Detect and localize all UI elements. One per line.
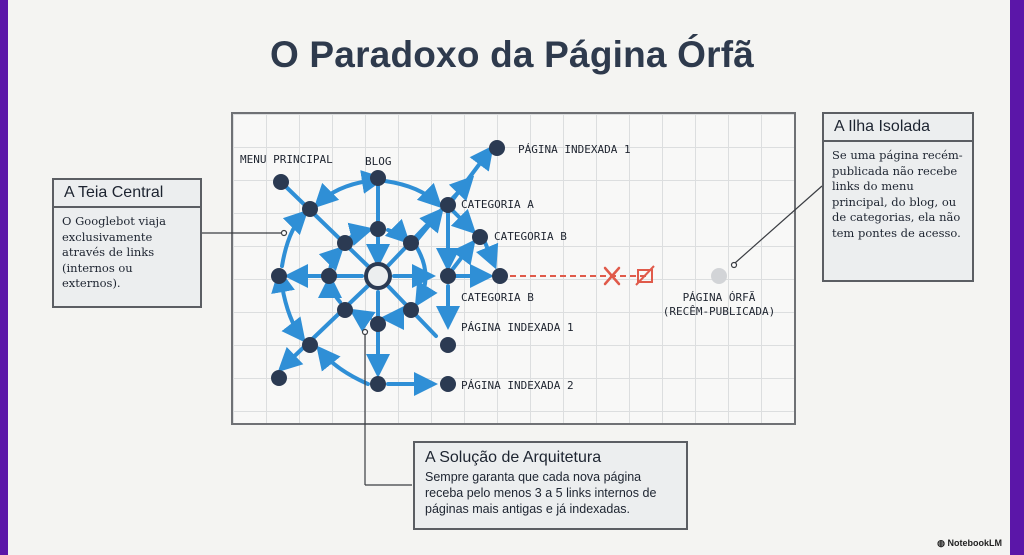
node-pagina-indexada-1: [440, 337, 456, 353]
label-categoria-a: CATEGORIA A: [461, 198, 534, 211]
node-pagina-indexada-1-top: [489, 140, 505, 156]
broken-link-icon: [635, 265, 655, 286]
callout-ilha-body: Se uma página recém-publicada não recebe…: [832, 148, 963, 240]
node-categoria-a: [440, 197, 456, 213]
brand-label: NotebookLM: [947, 538, 1003, 548]
callout-ilha-heading: A Ilha Isolada: [824, 114, 972, 142]
node-categoria-b: [492, 268, 508, 284]
node-pagina-indexada-2: [440, 376, 456, 392]
x-icon: [603, 266, 621, 286]
node-pagina-orfa: [711, 268, 727, 284]
callout-connectors: [200, 185, 823, 486]
label-recem-publicada: (RECÊM-PUBLICADA): [663, 305, 776, 318]
label-pagina-indexada-2: PÁGINA INDEXADA 2: [461, 379, 574, 392]
label-pagina-indexada-1: PÁGINA INDEXADA 1: [461, 321, 574, 334]
label-pagina-indexada-1-top: PÁGINA INDEXADA 1: [518, 143, 631, 156]
notebooklm-brand: ◍ NotebookLM: [937, 538, 1002, 549]
link-edges: [271, 145, 499, 396]
node-blog: [370, 170, 386, 186]
node-center-hub: [364, 262, 392, 290]
callout-teia-central: A Teia Central O Googlebot viaja exclusi…: [52, 178, 202, 308]
broken-link: [510, 265, 655, 286]
page-nodes: [271, 140, 508, 392]
callout-teia-body: O Googlebot viaja exclusivamente através…: [62, 214, 166, 290]
label-pagina-orfa: PÁGINA ÓRFÃ: [683, 291, 756, 304]
label-menu-principal: MENU PRINCIPAL: [240, 153, 333, 166]
notebooklm-logo-icon: ◍: [937, 538, 945, 548]
callout-teia-heading: A Teia Central: [54, 180, 200, 208]
page-title: O Paradoxo da Página Órfã: [269, 34, 755, 75]
node-categoria-b-upper: [472, 229, 488, 245]
callout-ilha-isolada: A Ilha Isolada Se uma página recém-publi…: [822, 112, 974, 282]
label-categoria-b-lower: CATEGORIA B: [461, 291, 534, 304]
callout-solucao-body: Sempre garanta que cada nova página rece…: [425, 470, 657, 516]
callout-solucao-arquitetura: A Solução de Arquitetura Sempre garanta …: [413, 441, 688, 530]
label-blog: BLOG: [365, 155, 392, 168]
callout-solucao-heading: A Solução de Arquitetura: [425, 449, 602, 466]
label-categoria-b-upper: CATEGORIA B: [494, 230, 567, 243]
node-menu-principal: [273, 174, 289, 190]
